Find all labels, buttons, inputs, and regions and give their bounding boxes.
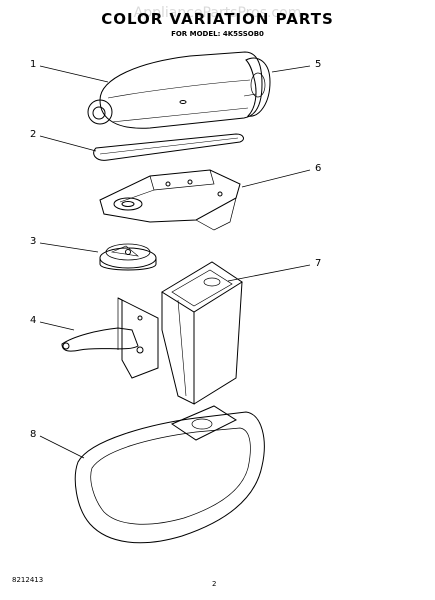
leader-line-1	[39, 65, 109, 83]
callout-5: 5	[315, 59, 322, 70]
watermark: AppliancePartsPros.com	[133, 5, 302, 21]
callout-2: 2	[30, 129, 37, 140]
callout-3: 3	[30, 236, 37, 247]
callout-4: 4	[30, 315, 37, 326]
page-title: COLOR VARIATION PARTS	[101, 10, 334, 28]
part-2-trim-band	[93, 133, 244, 161]
part-7-column	[161, 261, 243, 405]
callout-1: 1	[30, 59, 37, 70]
leader-line-3	[39, 242, 99, 253]
callout-6: 6	[315, 163, 322, 174]
leader-line-4	[39, 321, 75, 331]
part-1-motor-housing	[87, 51, 263, 129]
callout-8: 8	[30, 429, 37, 440]
leader-line-7	[227, 264, 311, 282]
leader-line-5	[271, 65, 311, 73]
page-number: 2	[212, 580, 217, 588]
part-3-planetary-unit	[99, 243, 157, 271]
part-5-rear-cover	[243, 57, 271, 117]
part-4-hinge-bracket	[61, 297, 159, 379]
leader-line-6	[241, 169, 311, 188]
part-6-gear-housing	[99, 169, 241, 231]
document-number: 8212413	[12, 576, 44, 584]
leader-line-8	[39, 435, 85, 459]
leader-lines	[39, 65, 311, 459]
callout-7: 7	[315, 258, 322, 269]
model-subtitle: FOR MODEL: 4K5SSOB0	[171, 30, 264, 38]
leader-line-2	[39, 135, 97, 152]
part-8-base	[74, 405, 265, 544]
